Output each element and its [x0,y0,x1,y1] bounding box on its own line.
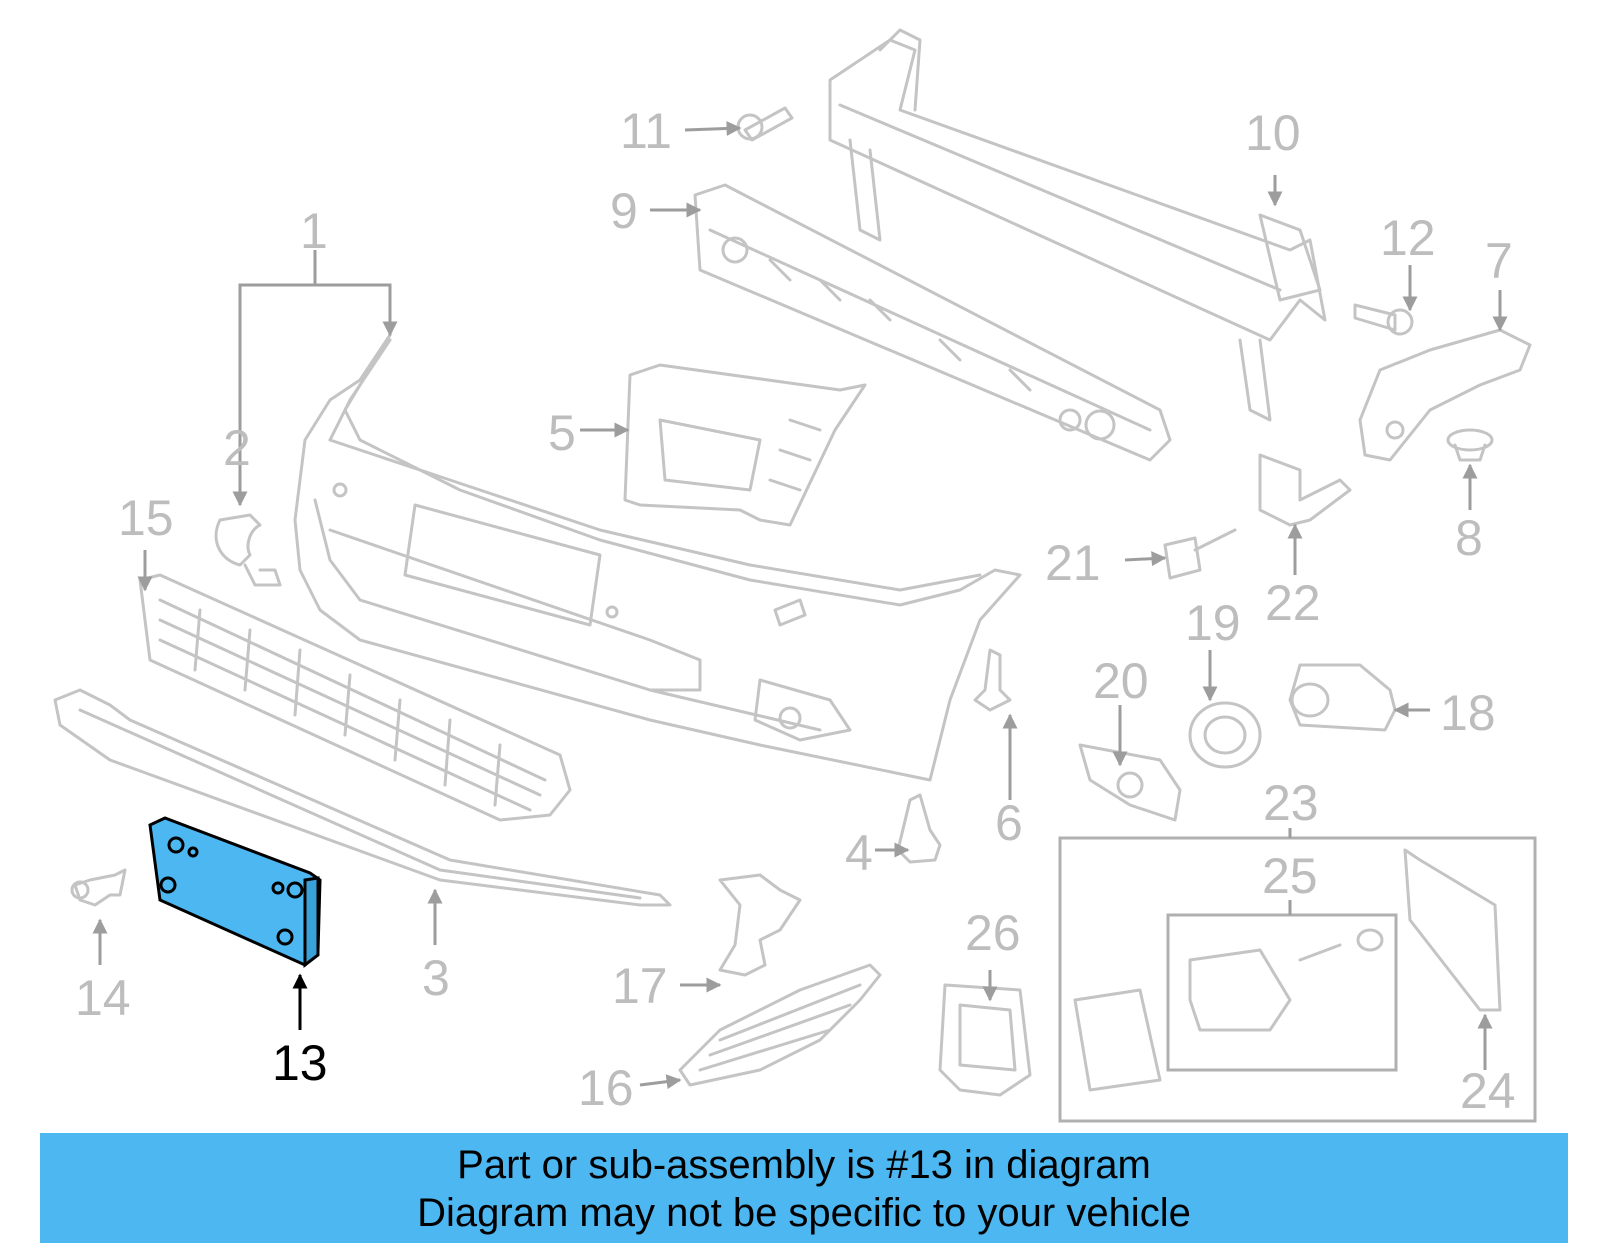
part-3-spoiler [53,688,672,907]
part-25-assembly-box [1166,913,1398,1072]
callout-22: 22 [1265,575,1321,631]
banner-line-1: Part or sub-assembly is #13 in diagram [457,1143,1151,1187]
part-5-bracket [623,363,867,527]
part-26-sensor-frame [938,983,1032,1097]
part-4-clip [896,793,942,864]
part-16-fog-grille [678,963,882,1087]
callout-8: 8 [1455,510,1483,566]
callout-17: 17 [612,958,668,1014]
part-14-pin [70,868,127,907]
callout-5: 5 [548,405,576,461]
part-13-plate-bracket [148,816,322,969]
callout-10: 10 [1245,105,1301,161]
banner-line-2: Diagram may not be specific to your vehi… [417,1191,1191,1235]
callout-16: 16 [578,1060,634,1116]
part-18-sensor [1288,663,1397,732]
callout-20: 20 [1093,653,1149,709]
callout-1: 1 [300,203,328,259]
callout-6: 6 [995,795,1023,851]
callout-15: 15 [118,490,174,546]
part-9-absorber [693,183,1172,462]
part-6-clip [973,648,1012,712]
callout-2: 2 [223,420,251,476]
callout-labels: 1 2 15 11 9 10 12 7 8 5 21 22 19 18 20 6… [75,103,1516,1119]
part-15-grille [138,573,572,822]
callout-25: 25 [1262,848,1318,904]
callout-18: 18 [1440,685,1496,741]
callout-19: 19 [1185,595,1241,651]
callout-26: 26 [965,905,1021,961]
part-11-bolt [736,106,794,142]
callout-11: 11 [620,103,672,159]
callout-21: 21 [1045,535,1101,591]
part-12-bolt [1353,303,1414,336]
part-22-bracket [1258,453,1352,527]
callout-13: 13 [272,1035,328,1091]
callout-3: 3 [422,950,450,1006]
part-17-bracket [718,873,802,977]
leader-lines [92,120,1508,1090]
part-7-bracket [1358,328,1532,462]
callout-23: 23 [1263,775,1319,831]
part-20-bracket [1078,743,1182,822]
info-banner: Part or sub-assembly is #13 in diagram D… [40,1133,1568,1243]
callout-14: 14 [75,970,131,1026]
part-2-tow-cap [214,513,282,587]
callout-9: 9 [610,183,638,239]
part-19-ring [1188,701,1262,769]
callout-12: 12 [1380,210,1436,266]
callout-24: 24 [1460,1063,1516,1119]
part-23-assembly-box [1058,836,1537,1123]
part-8-grommet [1446,428,1494,462]
callout-4: 4 [845,825,873,881]
part-1-bumper-cover [293,333,1022,782]
callout-7: 7 [1485,233,1513,289]
part-21-sensor [1163,528,1237,580]
part-10-reinforcement-bar [828,28,1327,422]
